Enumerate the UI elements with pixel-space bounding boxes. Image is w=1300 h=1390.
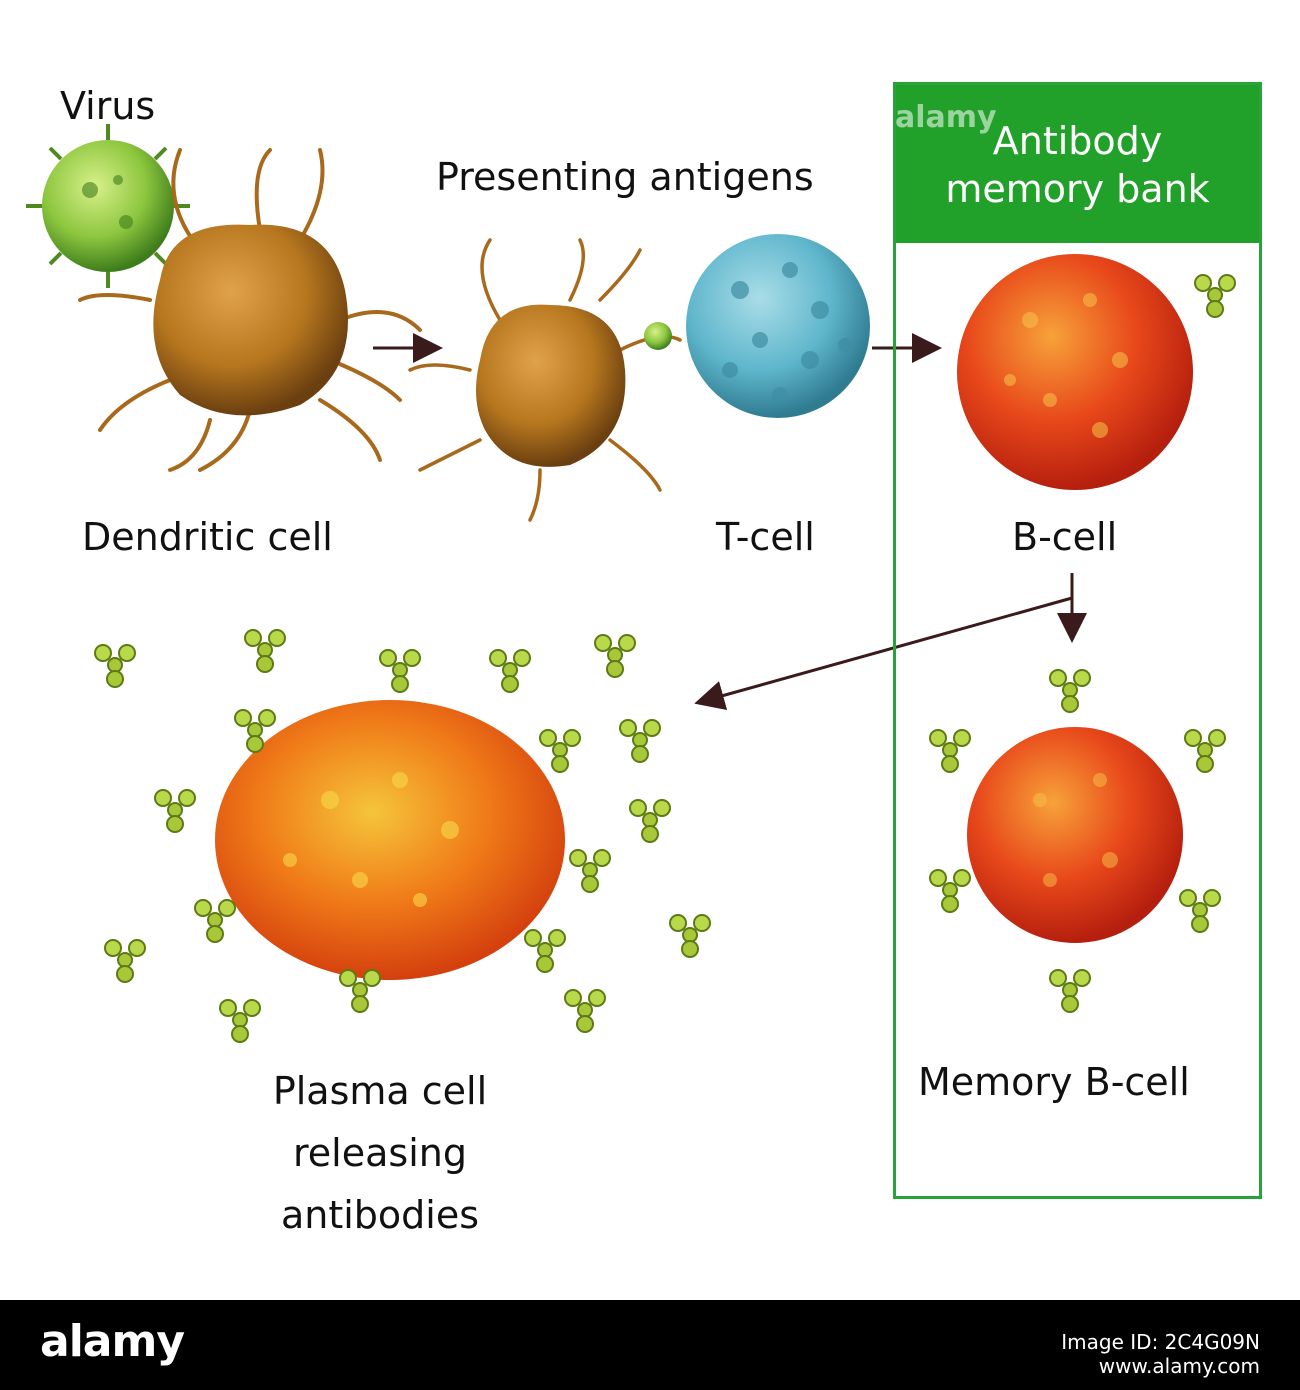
label-plasma-line2: releasing (293, 1131, 467, 1175)
memory-bank-title-line1: Antibody (992, 119, 1163, 163)
stock-footer-bar: alamy Image ID: 2C4G09N www.alamy.com (0, 1300, 1300, 1390)
memory-b-cell (929, 669, 1226, 1013)
memory-bank-header: Antibody memory bank (896, 85, 1259, 243)
label-virus: Virus (60, 84, 156, 128)
label-plasma-line1: Plasma cell (272, 1069, 488, 1113)
diagram-art (26, 124, 1236, 1043)
watermark-text: alamy (895, 100, 997, 135)
memory-bank-title-line2: memory bank (945, 167, 1210, 211)
label-presenting-antigens: Presenting antigens (436, 155, 814, 199)
label-dendritic-cell: Dendritic cell (82, 515, 333, 559)
label-plasma-line3: antibodies (280, 1193, 480, 1237)
virus-particle (26, 124, 190, 288)
footer-logo[interactable]: alamy (40, 1316, 185, 1367)
plasma-cell (215, 700, 565, 980)
label-plasma-cell: Plasma cell releasing antibodies (190, 1060, 570, 1246)
dendritic-cell-small (408, 238, 682, 522)
t-cell (686, 234, 870, 418)
flow-arrows (373, 333, 1087, 710)
footer-site-text[interactable]: www.alamy.com (1098, 1354, 1260, 1378)
b-cell (957, 254, 1236, 490)
footer-image-id-text: Image ID: 2C4G09N (1061, 1330, 1260, 1354)
label-memory-b-cell: Memory B-cell (918, 1060, 1190, 1104)
label-b-cell: B-cell (1012, 515, 1118, 559)
arrow-to-plasma (694, 596, 1073, 710)
memory-bank-box: Antibody memory bank (893, 82, 1262, 1199)
footer-image-id: Image ID: 2C4G09N www.alamy.com (1061, 1330, 1260, 1378)
dendritic-cell-large (78, 148, 422, 472)
label-t-cell: T-cell (716, 515, 815, 559)
